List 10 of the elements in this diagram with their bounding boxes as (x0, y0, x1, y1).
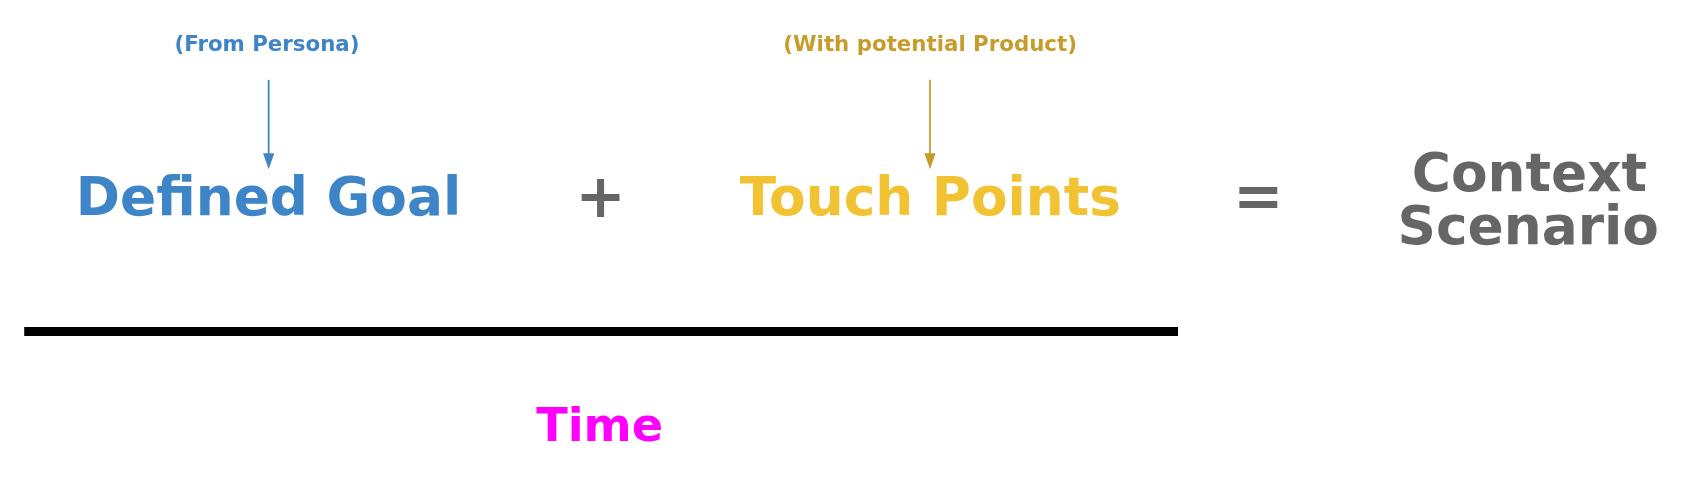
node-text: Defined Goal (75, 165, 462, 229)
label: Context Scenario (1397, 141, 1659, 258)
arrow (263, 78, 275, 170)
label: Time (536, 398, 664, 453)
node-text: (With potential Product) (783, 30, 1077, 56)
node-text: (From Persona) (174, 30, 360, 56)
node-text: Touch Points (739, 165, 1122, 229)
arrow (924, 78, 936, 170)
label: = (1233, 161, 1284, 232)
label: + (575, 161, 626, 232)
